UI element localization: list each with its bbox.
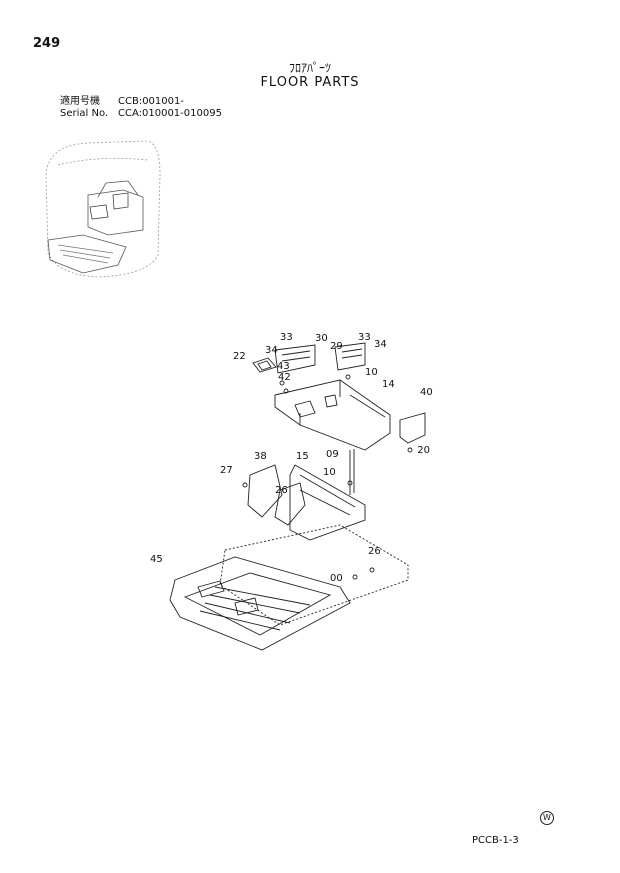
callout-label: 27 xyxy=(220,465,233,476)
callout-label: 10 xyxy=(323,467,336,478)
applicability-block: 適用号機 CCB:001001- Serial No. CCA:010001-010… xyxy=(60,96,222,120)
callout-label: 14 xyxy=(382,379,395,390)
bracket-plate-right xyxy=(334,342,366,371)
callout-label: 45 xyxy=(150,554,163,565)
page-code: PCCB-1-3 xyxy=(472,835,519,846)
floor-plate xyxy=(274,379,391,451)
model-label: 適用号機 xyxy=(60,96,100,107)
callout-label: 34 xyxy=(374,339,387,350)
serial-value: CCA:010001-010095 xyxy=(118,108,222,119)
callout-label: 34 xyxy=(265,345,278,356)
bracket-plate-left xyxy=(274,344,316,374)
page-number: 249 xyxy=(33,36,61,51)
callout-label: 26 xyxy=(368,546,381,557)
callout-label: 09 xyxy=(326,449,339,460)
rod xyxy=(349,449,355,495)
gasket xyxy=(252,357,277,373)
callout-label: 38 xyxy=(254,451,267,462)
callout-label: 10 xyxy=(365,367,378,378)
callout-label: 15 xyxy=(296,451,309,462)
callout-label: 30 xyxy=(315,333,328,344)
callout-label: 22 xyxy=(233,351,246,362)
callout-label: 43 xyxy=(277,361,290,372)
callout-label: 33 xyxy=(280,332,293,343)
vertical-plate xyxy=(289,464,366,541)
callout-label: 00 xyxy=(330,573,343,584)
floor-mat xyxy=(169,556,351,651)
model-value: CCB:001001- xyxy=(118,96,184,107)
cover-38 xyxy=(247,464,283,518)
bracket-40 xyxy=(399,412,426,444)
overview-sketch xyxy=(45,140,161,278)
title-japanese: ﾌﾛｱﾊﾟｰﾂ xyxy=(288,61,331,75)
manufacturer-mark: W xyxy=(540,811,554,825)
callout-label: 33 xyxy=(358,332,371,343)
parts-diagram: 33 34 30 29 33 34 22 43 42 10 14 40 20 0… xyxy=(150,332,433,651)
callout-label: 29 xyxy=(330,341,343,352)
callout-label: 20 xyxy=(417,445,430,456)
page-title: FLOOR PARTS xyxy=(260,75,360,90)
callout-label: 26 xyxy=(275,485,288,496)
callout-label: 40 xyxy=(420,387,433,398)
callout-label: 42 xyxy=(278,372,291,383)
serial-label: Serial No. xyxy=(60,108,109,119)
base-frame xyxy=(219,524,409,626)
